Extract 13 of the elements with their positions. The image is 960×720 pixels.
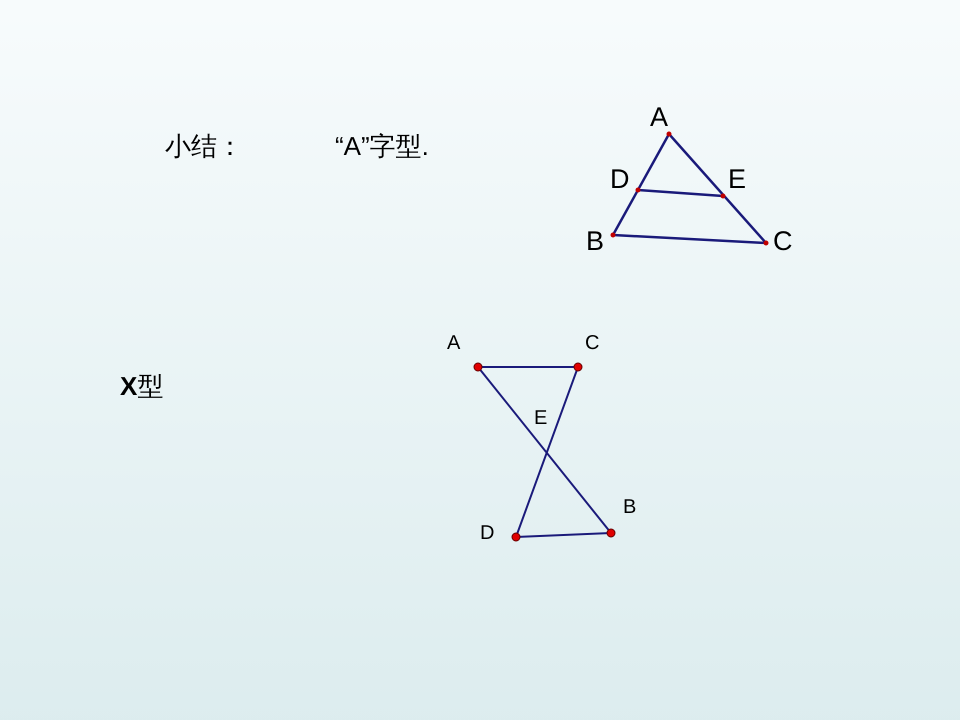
point-label: C (585, 333, 600, 353)
point-label: B (586, 228, 604, 255)
point-label: E (534, 408, 548, 428)
point-label: B (623, 497, 636, 517)
point-label: D (480, 523, 494, 543)
point-label: A (447, 333, 460, 353)
summary-heading: 小结： (165, 133, 243, 159)
shape-type-text: X型 (120, 373, 164, 399)
point-label: A (650, 104, 668, 131)
point-label: C (773, 228, 792, 255)
shape-type-text: “A”字型. (335, 133, 429, 159)
point-label: E (728, 166, 746, 193)
point-label: D (610, 166, 630, 193)
